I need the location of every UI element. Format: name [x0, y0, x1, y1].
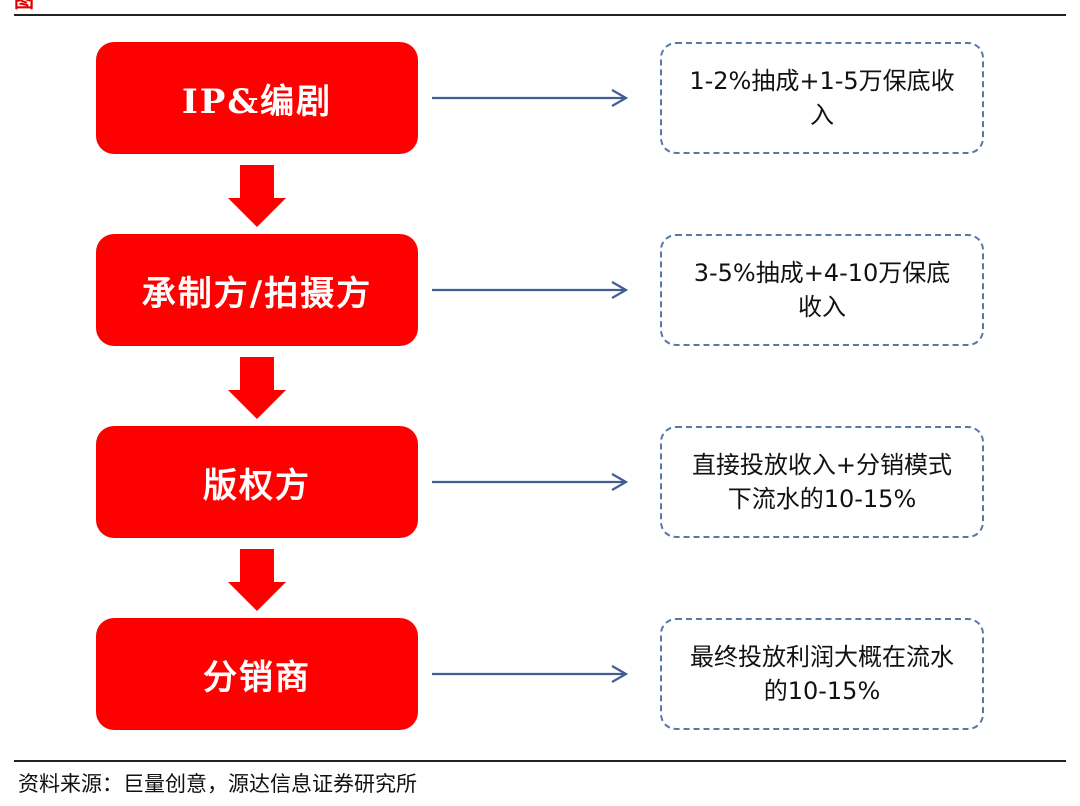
- note-distributor: 最终投放利润大概在流水的10-15%: [660, 618, 984, 730]
- note-ip-screenwriter: 1-2%抽成+1-5万保底收入: [660, 42, 984, 154]
- down-arrow-icon: [228, 357, 286, 419]
- bottom-rule: [14, 760, 1066, 762]
- note-producer: 3-5%抽成+4-10万保底收入: [660, 234, 984, 346]
- note-copyright-holder: 直接投放收入+分销模式下流水的10-15%: [660, 426, 984, 538]
- down-arrow-icon: [228, 549, 286, 611]
- figure-title-fragment: 图: [14, 0, 34, 12]
- arrowhead-icon: [611, 665, 629, 683]
- arrowhead-icon: [611, 473, 629, 491]
- node-distributor: 分销商: [96, 618, 418, 730]
- node-producer: 承制方/拍摄方: [96, 234, 418, 346]
- arrowhead-icon: [611, 281, 629, 299]
- source-note: 资料来源：巨量创意，源达信息证券研究所: [18, 772, 417, 796]
- arrowhead-icon: [611, 89, 629, 107]
- node-copyright-holder: 版权方: [96, 426, 418, 538]
- node-ip-screenwriter: IP&编剧: [96, 42, 418, 154]
- top-rule: [14, 14, 1066, 16]
- down-arrow-icon: [228, 165, 286, 227]
